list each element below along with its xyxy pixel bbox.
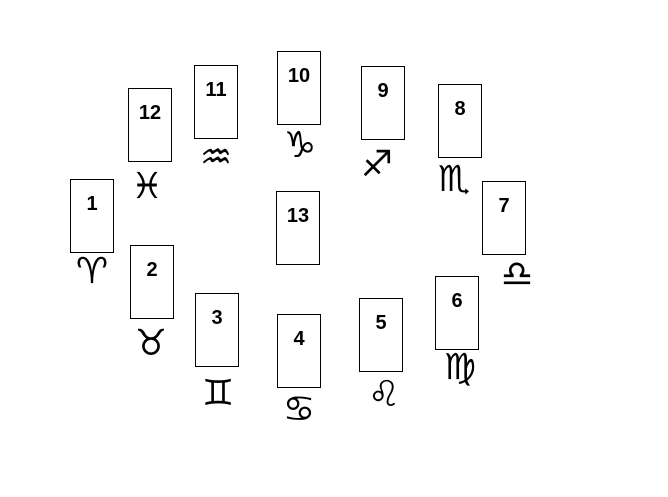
card-number: 10 bbox=[287, 65, 311, 87]
card-4: 4 bbox=[277, 314, 321, 388]
taurus-icon: ♉ bbox=[134, 323, 168, 364]
card-2: 2 bbox=[130, 245, 174, 319]
pisces-icon: ♓ bbox=[130, 166, 164, 207]
capricorn-icon: ♑ bbox=[283, 125, 317, 166]
card-number: 4 bbox=[293, 328, 305, 350]
card-12: 12 bbox=[128, 88, 172, 162]
card-3: 3 bbox=[195, 293, 239, 367]
card-8: 8 bbox=[438, 84, 482, 158]
card-number: 6 bbox=[451, 290, 463, 312]
card-number: 9 bbox=[377, 80, 389, 102]
card-number: 3 bbox=[211, 307, 223, 329]
scorpio-icon: ♏ bbox=[437, 159, 471, 200]
card-1: 1 bbox=[70, 179, 114, 253]
libra-icon: ♎ bbox=[500, 254, 534, 295]
leo-icon: ♌ bbox=[367, 374, 401, 415]
card-13: 13 bbox=[276, 191, 320, 265]
card-number: 11 bbox=[205, 79, 227, 101]
card-5: 5 bbox=[359, 298, 403, 372]
card-number: 8 bbox=[454, 98, 466, 120]
card-6: 6 bbox=[435, 276, 479, 350]
card-10: 10 bbox=[277, 51, 321, 125]
gemini-icon: ♊ bbox=[201, 373, 235, 414]
card-number: 5 bbox=[375, 312, 387, 334]
aries-icon: ♈ bbox=[75, 251, 109, 292]
card-11: 11 bbox=[194, 65, 238, 139]
sagittarius-icon: ♐ bbox=[360, 144, 394, 185]
virgo-icon: ♍ bbox=[443, 347, 477, 388]
card-number: 7 bbox=[498, 195, 510, 217]
cancer-icon: ♋ bbox=[282, 389, 316, 430]
card-number: 13 bbox=[286, 205, 310, 227]
card-number: 1 bbox=[86, 193, 98, 215]
card-9: 9 bbox=[361, 66, 405, 140]
aquarius-icon: ♒ bbox=[199, 137, 233, 178]
card-7: 7 bbox=[482, 181, 526, 255]
card-number: 2 bbox=[146, 259, 158, 281]
card-number: 12 bbox=[138, 102, 162, 124]
